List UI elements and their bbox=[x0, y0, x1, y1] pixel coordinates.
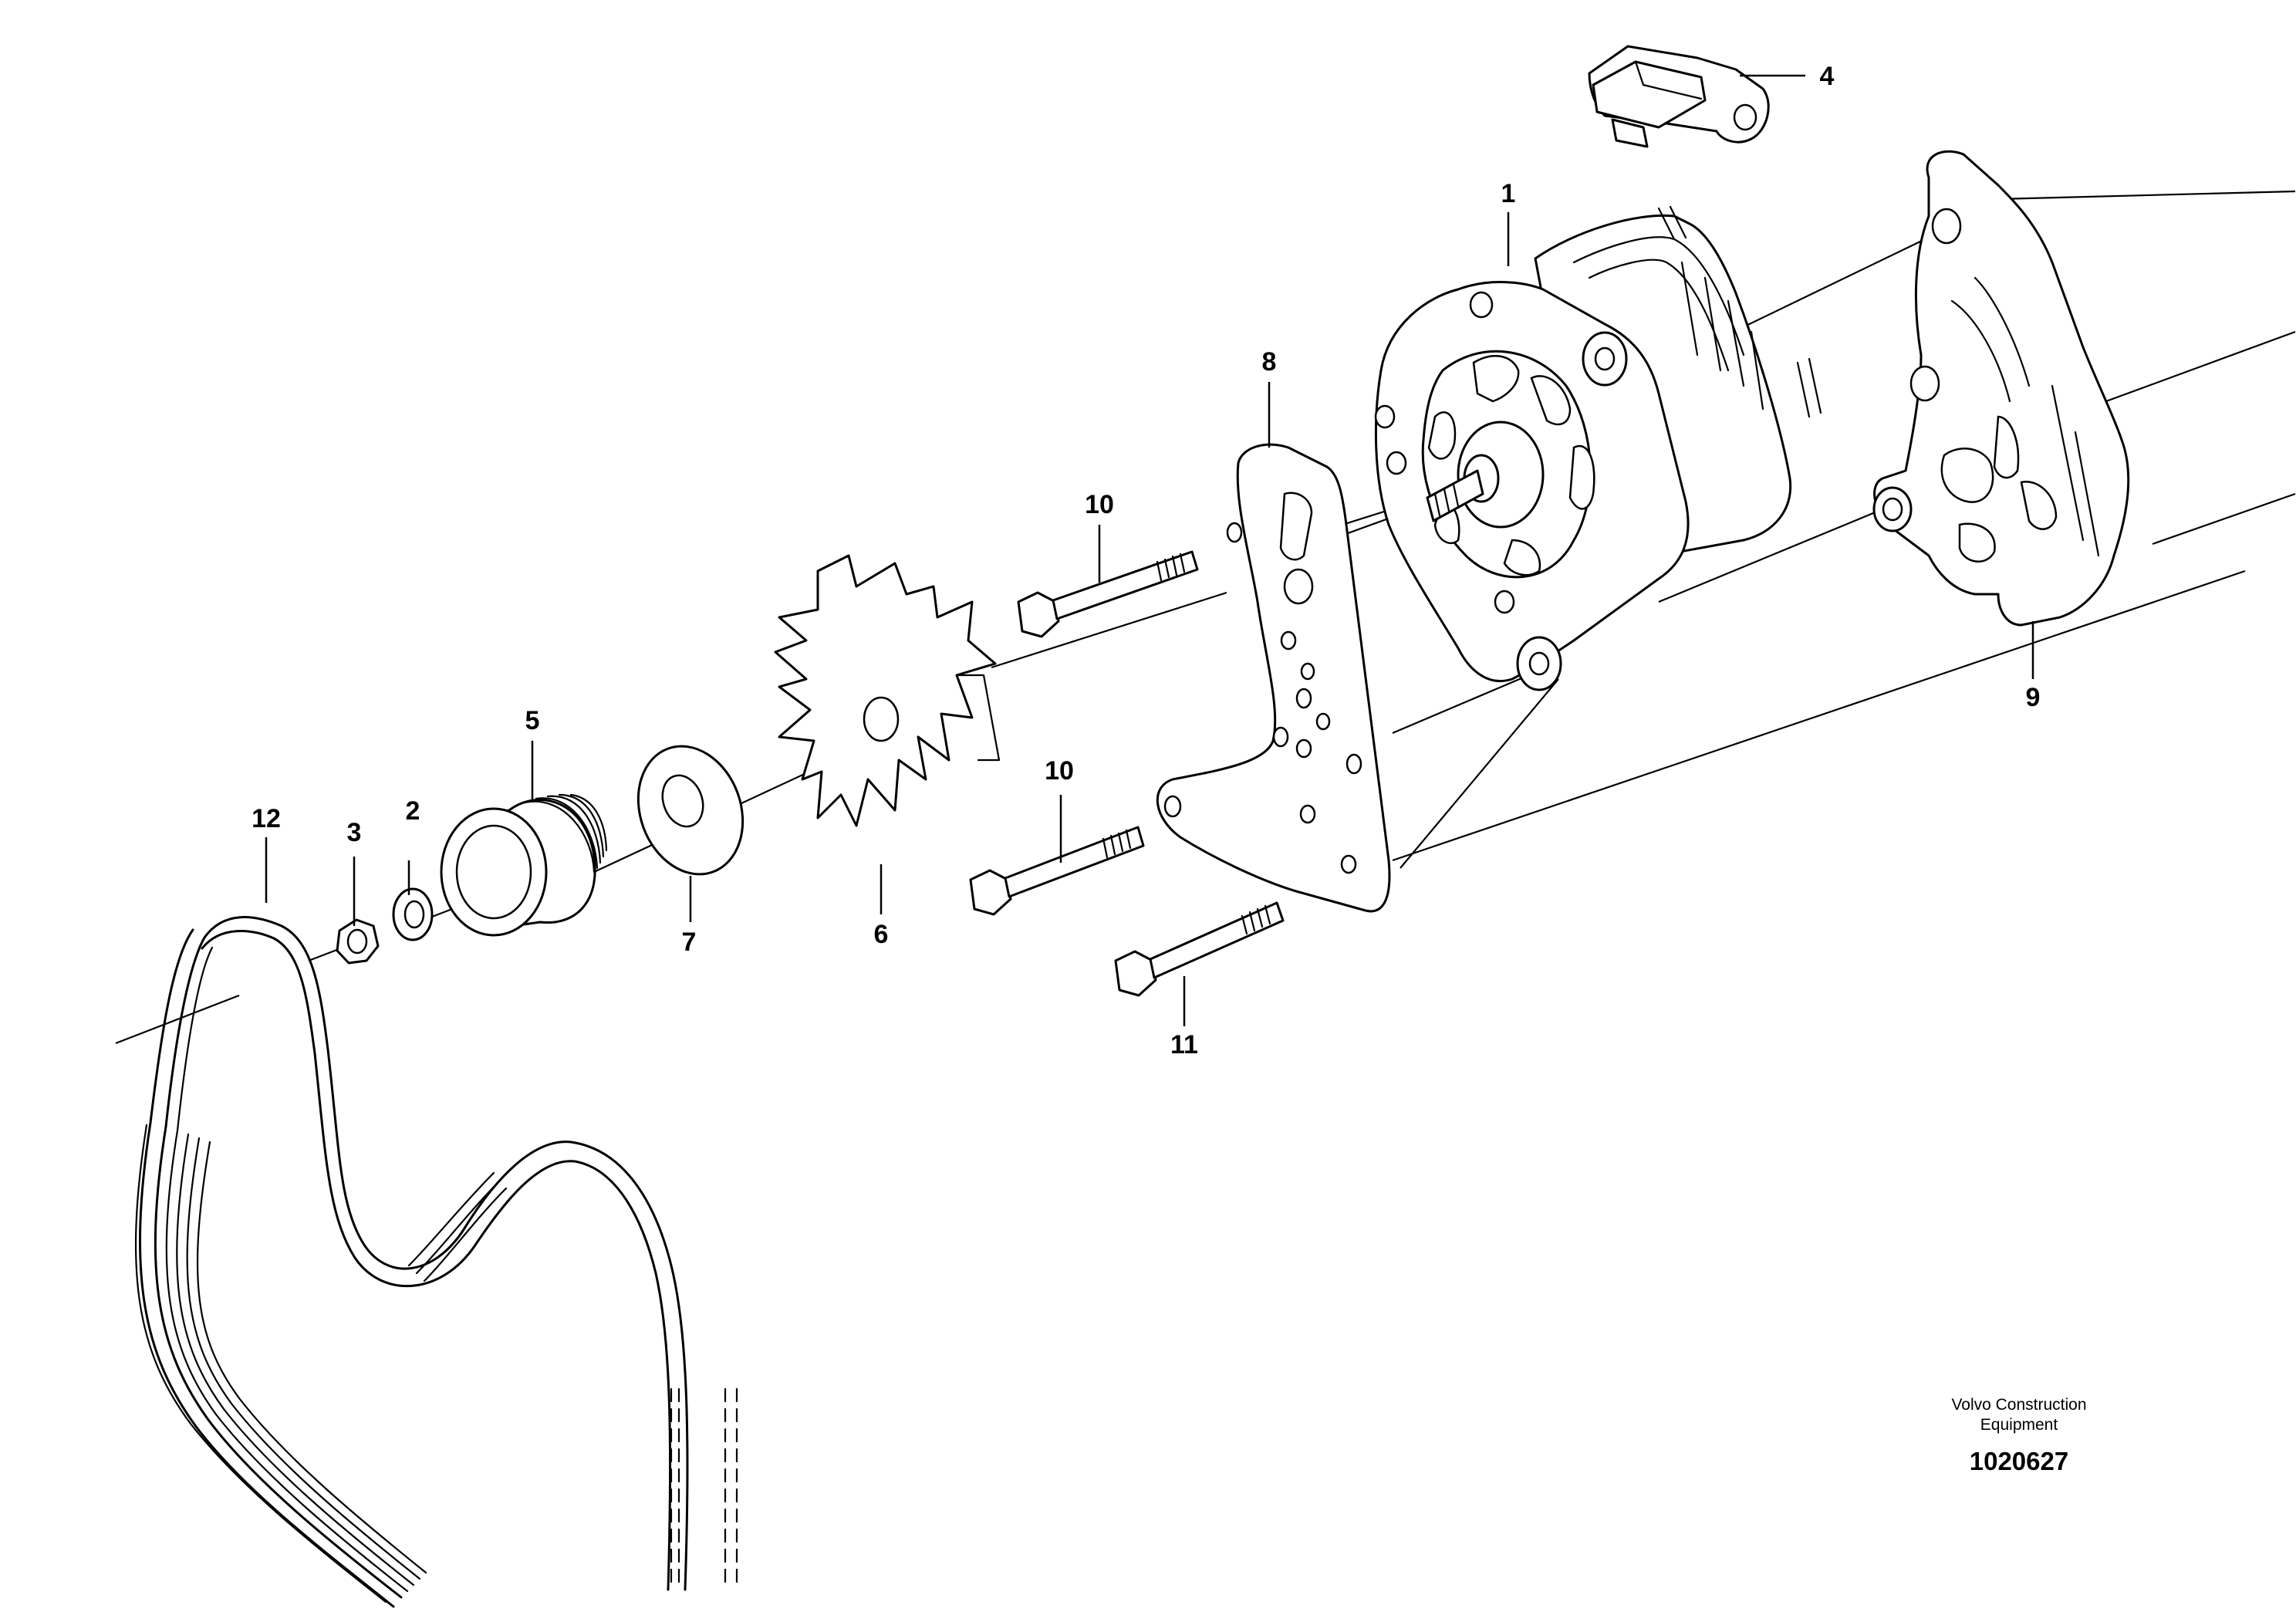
callout-5: 5 bbox=[525, 706, 540, 735]
spacer-part-7 bbox=[636, 745, 745, 876]
callout-4: 4 bbox=[1820, 62, 1835, 91]
callout-3: 3 bbox=[347, 818, 362, 847]
callout-10-lower: 10 bbox=[1045, 756, 1074, 786]
drive-belt bbox=[135, 916, 738, 1608]
credit-line-1: Volvo Construction bbox=[1951, 1396, 2086, 1414]
callout-2: 2 bbox=[406, 796, 420, 826]
bolt-part-10-lower bbox=[969, 826, 1145, 916]
callout-10-upper: 10 bbox=[1085, 490, 1114, 519]
pulley-part-5 bbox=[440, 793, 608, 937]
nut-part-3 bbox=[336, 918, 380, 965]
callout-1: 1 bbox=[1501, 179, 1516, 208]
credit-line-2: Equipment bbox=[1980, 1416, 2058, 1434]
callout-leader-lines bbox=[265, 74, 2034, 1026]
callout-6: 6 bbox=[874, 920, 889, 949]
credit-block: Volvo Construction Equipment 1020627 bbox=[1951, 1396, 2086, 1475]
callout-11: 11 bbox=[1170, 1030, 1198, 1059]
callout-8: 8 bbox=[1262, 347, 1277, 377]
bracket-part-8 bbox=[1156, 443, 1391, 913]
callout-9: 9 bbox=[2026, 683, 2041, 712]
callout-12: 12 bbox=[252, 804, 281, 833]
fan-part-6 bbox=[774, 554, 1001, 827]
callout-7: 7 bbox=[682, 928, 697, 957]
figure-number: 1020627 bbox=[1970, 1447, 2068, 1475]
callout-labels: 1 2 3 4 5 6 7 8 9 10 10 11 12 bbox=[252, 62, 2040, 1059]
washer-part-2 bbox=[392, 887, 434, 941]
bolt-part-10-upper bbox=[1017, 550, 1199, 638]
voltage-regulator-part-4 bbox=[1588, 45, 1770, 148]
mounting-bracket-part-9 bbox=[1872, 150, 2130, 627]
alternator-part-1 bbox=[1374, 205, 1822, 691]
bolt-part-11 bbox=[1114, 901, 1285, 997]
